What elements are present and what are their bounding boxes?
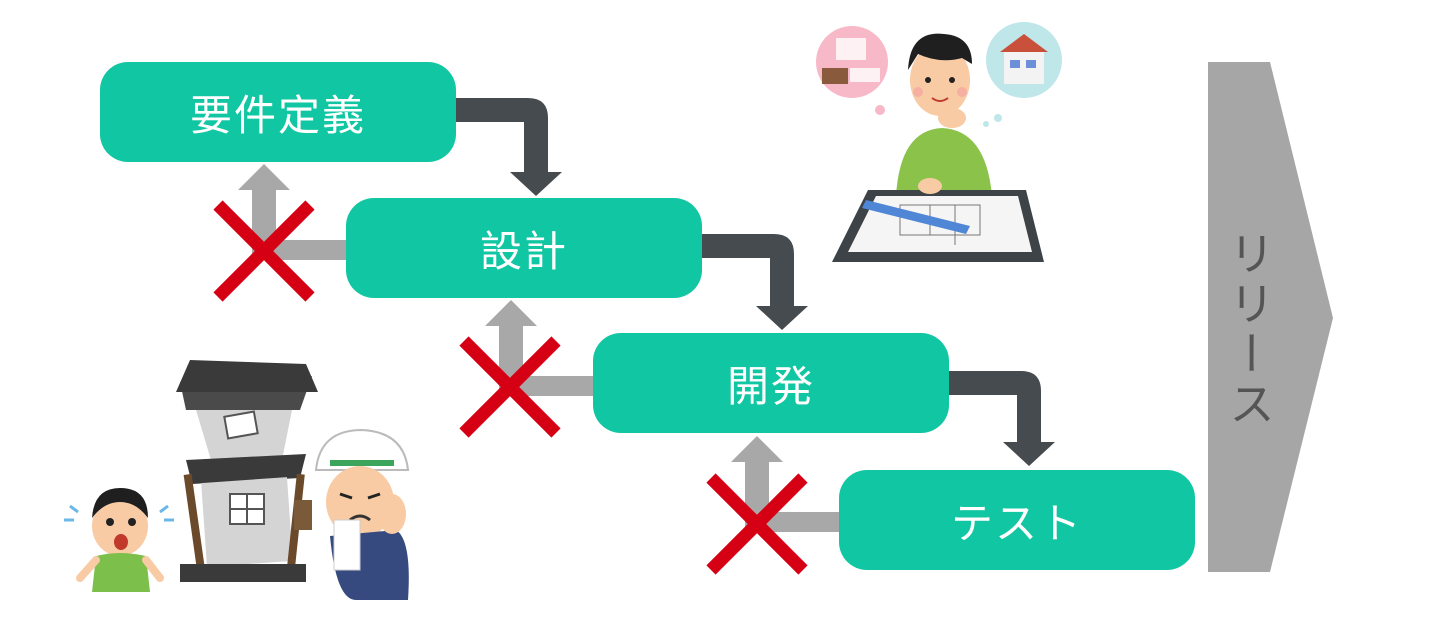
back-arrow-3 xyxy=(731,436,839,532)
step-label: 開発 xyxy=(726,361,815,411)
forward-arrow-2 xyxy=(702,234,808,330)
step-development: 開発 xyxy=(593,333,949,433)
step-label: 要件定義 xyxy=(189,90,366,140)
cross-icon xyxy=(213,200,315,302)
release-label: リリース xyxy=(1222,230,1276,430)
cross-icon xyxy=(459,336,561,438)
forward-arrow-3 xyxy=(949,371,1055,466)
step-design: 設計 xyxy=(346,198,702,298)
collapsed-house-illustration xyxy=(64,360,410,600)
back-arrow-2 xyxy=(485,300,593,396)
cross-icon xyxy=(706,473,808,575)
release-arrow xyxy=(1208,62,1333,572)
step-requirements: 要件定義 xyxy=(100,62,456,162)
designer-thinking-illustration xyxy=(816,22,1062,262)
step-test: テスト xyxy=(839,470,1195,570)
step-label: テスト xyxy=(950,498,1083,548)
back-arrow-1 xyxy=(238,164,346,260)
step-label: 設計 xyxy=(479,226,568,276)
forward-arrow-1 xyxy=(456,98,562,196)
